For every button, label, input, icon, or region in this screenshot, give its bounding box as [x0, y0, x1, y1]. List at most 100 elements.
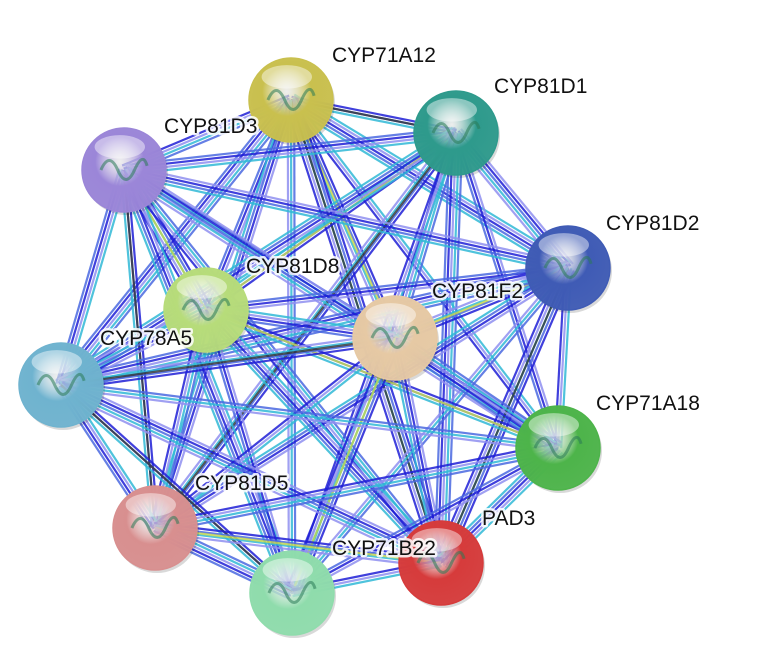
node-label-cyp81f2: CYP81F2 — [432, 280, 523, 303]
edge-cyp81d2-cyp71b22 — [291, 267, 569, 594]
edge-cyp71a18-cyp81d5 — [153, 442, 558, 525]
node-label-cyp81d8: CYP81D8 — [246, 255, 339, 278]
node-highlight — [411, 528, 462, 552]
edge-cyp81d1-cyp81d5 — [150, 129, 454, 526]
edge-cyp71a18-cyp71b22 — [291, 447, 559, 594]
node-cyp81d3[interactable] — [81, 127, 168, 215]
node-label-halo: CYP71A18 — [596, 392, 700, 415]
edge-cyp81d2-cyp81d8 — [205, 263, 568, 308]
node-cyp81d8[interactable] — [163, 267, 250, 355]
edge-cyp78a5-pad3 — [60, 384, 442, 564]
edge-cyp81d5-pad3 — [154, 528, 441, 566]
node-cyp81d5[interactable] — [112, 485, 199, 573]
node-label-cyp78a5: CYP78A5 — [100, 327, 192, 350]
node-highlight — [94, 135, 145, 159]
node-label-cyp71a12: CYP71A12 — [332, 44, 436, 67]
edge-cyp81d2-cyp81d5 — [156, 271, 572, 533]
edge-cyp71a12-cyp81d2 — [287, 104, 566, 275]
node-cyp81d1[interactable] — [413, 90, 500, 178]
edge-cyp71a18-cyp81d5 — [155, 448, 559, 531]
node-circle — [112, 485, 198, 571]
node-highlight — [176, 275, 227, 299]
edge-cyp71a12-cyp78a5 — [65, 103, 297, 390]
node-label-halo: CYP81D2 — [606, 212, 699, 235]
node-circle — [525, 225, 611, 311]
edge-cyp81d3-cyp81d2 — [123, 170, 568, 271]
protein-structure-icon — [181, 298, 231, 321]
edge-cyp81d5-pad3 — [155, 522, 442, 560]
node-highlight — [365, 303, 416, 327]
nodes — [18, 57, 612, 638]
edge-cyp81d8-pad3 — [209, 304, 447, 560]
node-label-cyp81d5: CYP81D5 — [195, 472, 288, 495]
node-circle — [81, 127, 167, 213]
protein-structure-icon — [267, 581, 317, 604]
node-label-cyp81d1: CYP81D1 — [494, 75, 587, 98]
edge-cyp78a5-cyp71b22 — [62, 381, 295, 592]
edge-cyp81f2-cyp78a5 — [60, 332, 395, 382]
edge-extra-cyp81d5-pad3 — [154, 526, 442, 565]
edge-cyp81f2-cyp78a5 — [61, 341, 396, 391]
edge-cyp81d3-cyp71b22 — [122, 169, 294, 594]
edge-cyp81f2-cyp81d5 — [152, 334, 394, 527]
node-circle — [249, 550, 335, 636]
protein-structure-icon — [543, 256, 593, 279]
edge-cyp71a12-cyp81d2 — [292, 96, 571, 267]
node-cyp71b22[interactable] — [249, 550, 336, 638]
node-circle — [515, 405, 601, 491]
edge-cyp71a18-cyp81d5 — [154, 445, 558, 528]
edge-cyp81d3-cyp71b22 — [117, 171, 288, 596]
edge-cyp81d5-pad3 — [155, 525, 442, 563]
node-label-cyp81d3: CYP81D3 — [164, 115, 257, 138]
edge-cyp78a5-cyp71a18 — [60, 383, 559, 450]
edge-cyp81d1-cyp81d3 — [123, 130, 456, 170]
node-highlight — [426, 98, 477, 122]
edge-cyp81d3-pad3 — [126, 166, 446, 561]
node-highlight — [261, 65, 312, 89]
edge-cyp71a12-cyp81d2 — [293, 93, 572, 264]
edge-cyp81d2-cyp81d5 — [153, 265, 568, 528]
node-highlight — [538, 233, 589, 257]
node-label-cyp71b22: CYP71B22 — [332, 537, 436, 560]
node-cyp78a5[interactable] — [18, 342, 105, 430]
protein-structure-icon — [370, 326, 420, 349]
edge-cyp81d8-pad3 — [205, 309, 442, 564]
edge-cyp78a5-cyp71a18 — [61, 380, 559, 446]
node-label-cyp81d2: CYP81D2 — [606, 212, 699, 235]
edge-cyp81f2-cyp81d5 — [154, 337, 396, 529]
node-label-cyp71a18: CYP71A18 — [596, 392, 700, 415]
node-circle — [398, 520, 484, 606]
node-cyp71a12[interactable] — [248, 57, 335, 145]
edge-cyp81d1-pad3 — [433, 132, 451, 563]
edge-cyp81d1-cyp81d3 — [124, 136, 457, 176]
edge-cyp81f2-cyp78a5 — [61, 338, 396, 388]
edge-cyp81d3-cyp81d2 — [122, 173, 568, 274]
edge-cyp81d3-cyp81d2 — [124, 164, 570, 265]
edge-cyp81d2-pad3 — [445, 270, 575, 566]
edge-cyp81f2-cyp78a5 — [60, 335, 395, 385]
edge-cyp71a12-cyp81d2 — [288, 101, 567, 272]
node-pad3[interactable] — [398, 520, 485, 608]
protein-structure-icon — [533, 436, 583, 459]
node-cyp81f2[interactable] — [352, 295, 439, 383]
node-cyp81d2[interactable] — [525, 225, 612, 313]
node-circle — [413, 90, 499, 176]
node-label-halo: CYP71A12 — [332, 44, 436, 67]
edge-cyp71a12-cyp81d2 — [290, 99, 569, 269]
node-highlight — [528, 413, 579, 437]
edge-cyp81d3-cyp71a18 — [121, 171, 557, 452]
edge-cyp81d3-cyp71a18 — [123, 169, 559, 449]
edge-cyp81f2-cyp81d5 — [156, 339, 398, 532]
edge-cyp71a18-cyp81d5 — [155, 451, 560, 534]
edge-extra-cyp78a5-cyp71b22 — [60, 384, 293, 594]
node-label-pad3: PAD3 — [482, 507, 535, 530]
protein-structure-icon — [266, 88, 316, 111]
node-highlight — [125, 493, 176, 517]
node-circle — [352, 295, 438, 381]
node-label-halo: CYP81D5 — [195, 472, 288, 495]
node-cyp71a18[interactable] — [515, 405, 602, 493]
node-label-halo: PAD3 — [482, 507, 535, 530]
node-labels: CYP71A12CYP71A12CYP81D1CYP81D1CYP81D3CYP… — [98, 42, 703, 563]
node-label-halo: CYP78A5 — [100, 327, 192, 350]
